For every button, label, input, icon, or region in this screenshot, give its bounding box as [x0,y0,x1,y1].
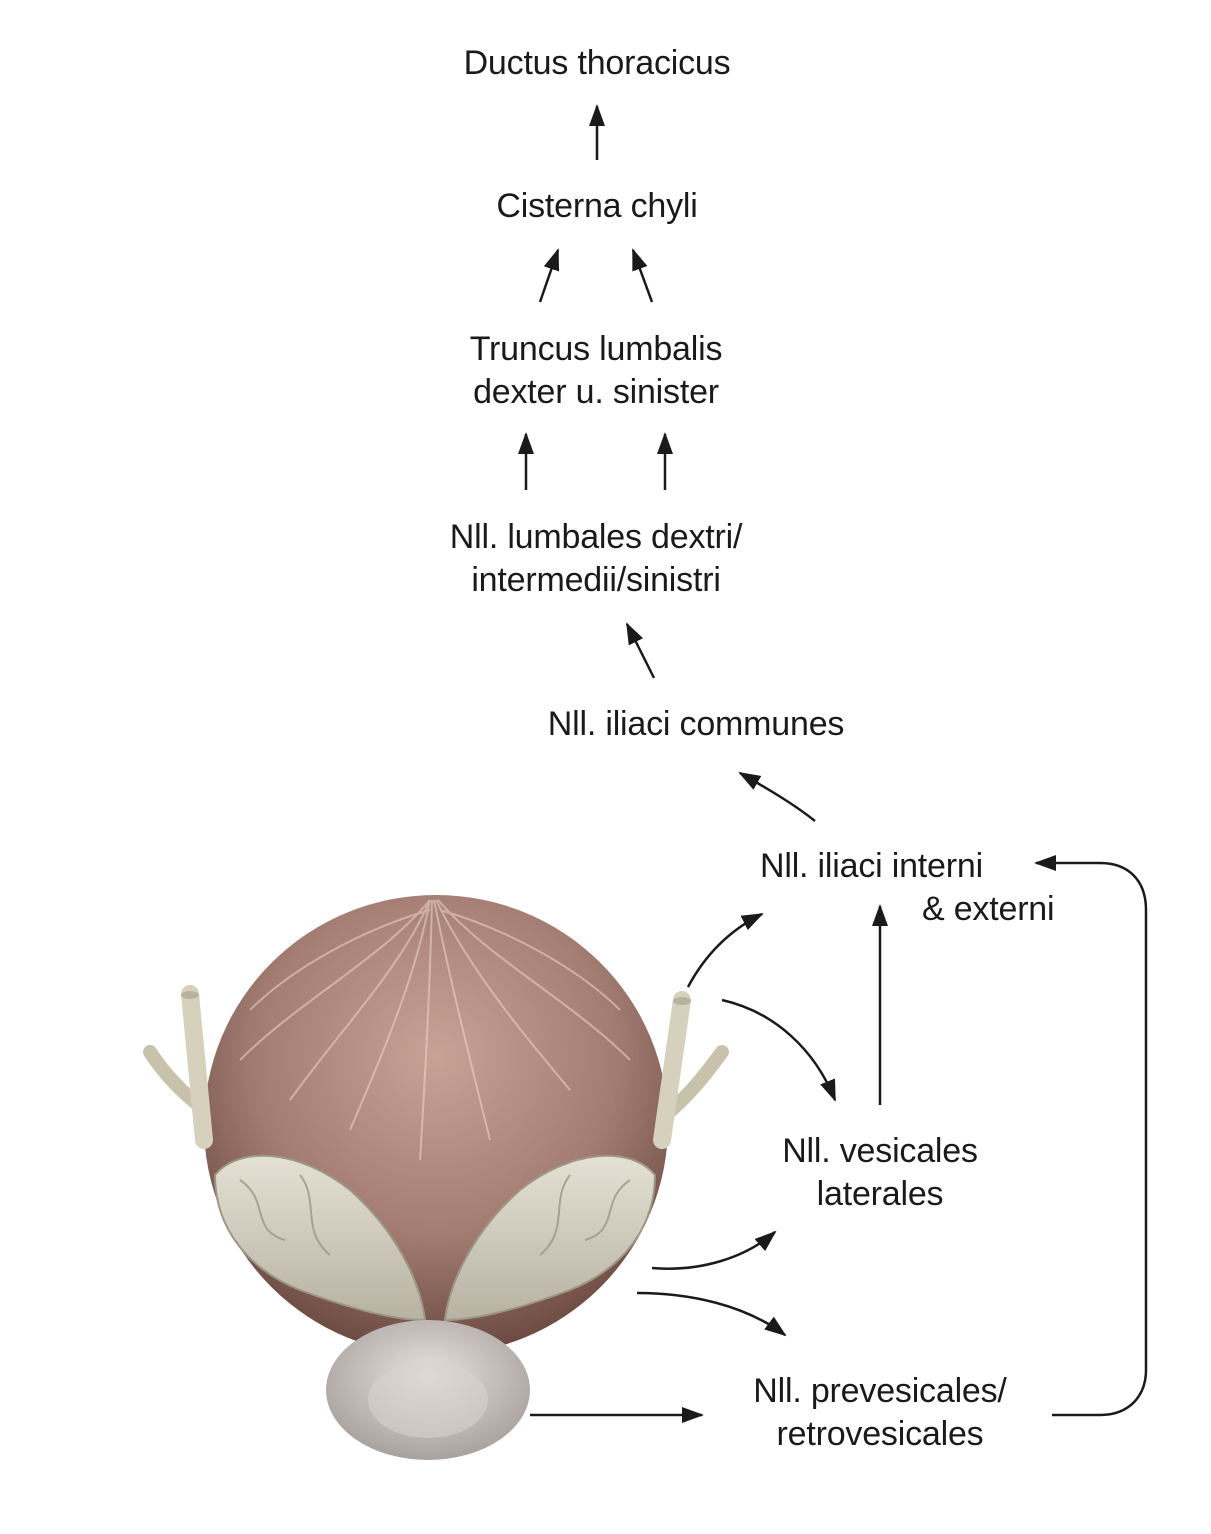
arrow-gland-to-prevesicales [636,1291,787,1337]
node-label: & externi [922,890,1055,928]
arrow-interni-to-communes [738,771,816,822]
node-nll-iliaci-interni-externi: Nll. iliaci interni & externi [760,845,1070,931]
arrow-communes-to-lumbales [625,622,656,679]
node-cisterna-chyli: Cisterna chyli [447,185,747,228]
flow-arrows [518,104,1148,1423]
node-label: Nll. vesicales [782,1132,978,1170]
node-label: retrovesicales [776,1415,984,1453]
arrow-bladder-to-vesicales-upper [721,998,837,1102]
node-label: Nll. lumbales dextri/ [449,518,743,556]
node-nll-vesicales-laterales: Nll. vesicales laterales [730,1130,1030,1216]
arrow-bladder-to-interni [686,912,764,988]
node-label: Nll. iliaci communes [547,705,845,743]
node-nll-lumbales: Nll. lumbales dextri/ intermedii/sinistr… [420,516,772,602]
node-ductus-thoracicus: Ductus thoracicus [447,42,747,85]
node-label: Ductus thoracicus [463,44,731,82]
arrow-prevesicales-loop-to-interni [1034,855,1148,1417]
node-label: Cisterna chyli [496,187,698,225]
bladder-illustration [143,895,729,1460]
node-label: Nll. iliaci interni [760,847,983,885]
node-label: laterales [816,1175,944,1213]
node-label: dexter u. sinister [473,373,719,411]
arrow-gland-to-vesicales [651,1230,777,1270]
node-truncus-lumbalis: Truncus lumbalis dexter u. sinister [420,328,772,414]
node-nll-prevesicales: Nll. prevesicales/ retrovesicales [725,1370,1035,1456]
arrow-truncus-left-to-cisterna [538,248,560,303]
node-label: Truncus lumbalis [469,330,723,368]
node-nll-iliaci-communes: Nll. iliaci communes [520,703,872,746]
node-label: intermedii/sinistri [471,561,721,599]
node-label: Nll. prevesicales/ [753,1372,1007,1410]
arrow-truncus-right-to-cisterna [631,248,654,303]
